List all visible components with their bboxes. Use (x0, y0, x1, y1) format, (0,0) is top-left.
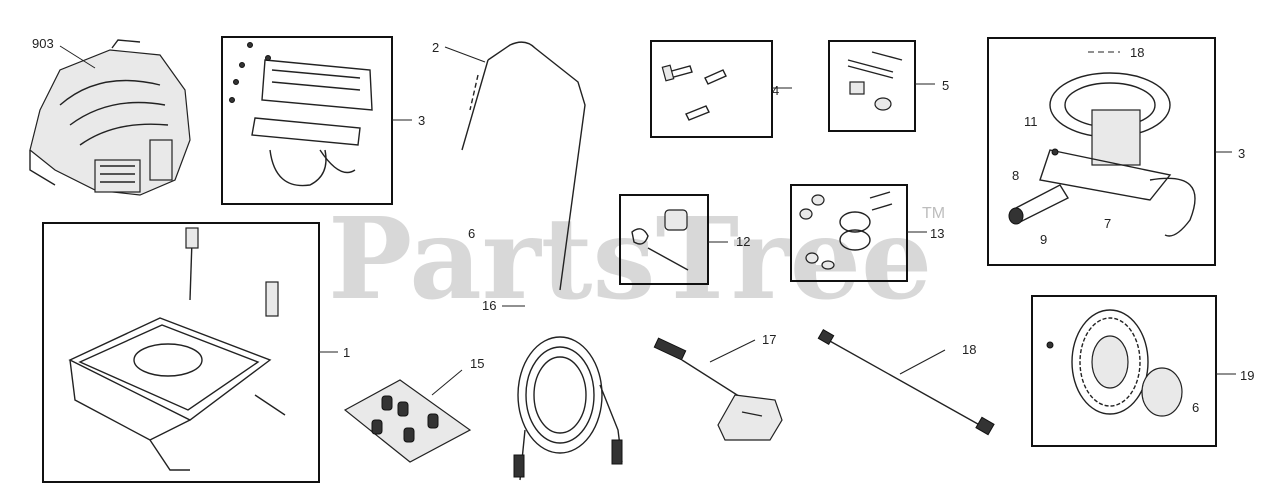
hardware-kit-5-label: 5 (942, 78, 949, 93)
handle-part[interactable] (461, 41, 586, 291)
engine-label: 903 (32, 36, 54, 51)
hose-part[interactable] (513, 336, 623, 481)
hardware-kit-5-part (847, 51, 903, 111)
mount-kit-13-part (799, 191, 893, 270)
wand-label: 18 (962, 342, 976, 357)
handle-lower-label: 6 (468, 226, 475, 241)
pump-label: 3 (1238, 146, 1245, 161)
nozzle-kit-part[interactable] (343, 379, 472, 463)
wheel-kit-part (1046, 309, 1183, 417)
wheel-kit-box[interactable] (1031, 295, 1217, 447)
pump-part-11-label: 11 (1024, 114, 1038, 129)
hose-label: 16 (482, 298, 496, 313)
hardware-kit-5-box[interactable] (828, 40, 916, 132)
wand-part[interactable] (817, 328, 995, 436)
nozzle-kit-label: 15 (470, 356, 484, 371)
watermark-text: PartsTree (328, 194, 932, 325)
bracket-kit-box[interactable] (221, 36, 393, 205)
watermark-trademark: TM (922, 205, 945, 222)
wheel-kit-label: 19 (1240, 368, 1254, 383)
hardware-kit-4-box[interactable] (650, 40, 773, 138)
pump-part-18-label: 18 (1130, 45, 1144, 60)
spray-gun-label: 17 (762, 332, 776, 347)
bracket-kit-label: 3 (418, 113, 425, 128)
mount-kit-13-label: 13 (930, 226, 944, 241)
pump-part-8-label: 8 (1012, 168, 1019, 183)
mount-kit-12-box[interactable] (619, 194, 709, 285)
wheel-part-label: 6 (1192, 400, 1199, 415)
spray-gun-part[interactable] (653, 337, 783, 441)
mount-kit-13-box[interactable] (790, 184, 908, 282)
engine-part[interactable] (29, 39, 191, 196)
mount-kit-12-label: 12 (736, 234, 750, 249)
pump-part-9-label: 9 (1040, 232, 1047, 247)
frame-label: 1 (343, 345, 350, 360)
pump-part-7-label: 7 (1104, 216, 1111, 231)
hardware-kit-4-part (661, 64, 727, 121)
mount-kit-12-part (631, 209, 689, 271)
frame-part (68, 227, 286, 471)
handle-label: 2 (432, 40, 439, 55)
frame-box[interactable] (42, 222, 320, 483)
hardware-kit-4-label: 4 (772, 83, 779, 98)
pump-part (1008, 72, 1196, 237)
bracket-kit-part (229, 42, 373, 187)
